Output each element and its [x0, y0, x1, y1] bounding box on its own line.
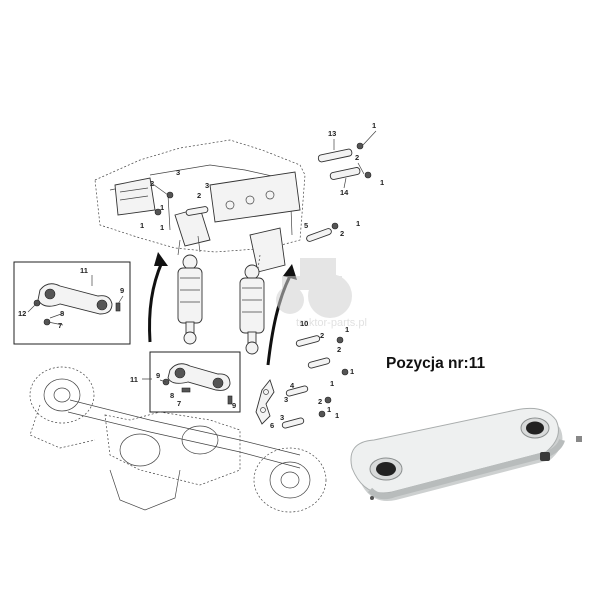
product-photo-link-arm — [350, 407, 582, 501]
callout-2: 2 — [355, 153, 359, 162]
callout-1: 1 — [350, 367, 354, 376]
callout-14: 14 — [340, 188, 349, 197]
lower-link-parts — [255, 335, 349, 429]
callout-1: 1 — [160, 203, 164, 212]
right-lift-cylinder — [239, 264, 265, 355]
callout-11: 11 — [80, 266, 88, 275]
assembly-arrows — [148, 252, 297, 366]
callout-2: 2 — [197, 191, 201, 200]
callout-11: 11 — [130, 375, 138, 384]
callout-8: 8 — [170, 391, 174, 400]
front-axle-assembly — [29, 366, 327, 513]
callout-12: 12 — [18, 309, 26, 318]
callout-1: 1 — [335, 411, 339, 420]
callout-9: 9 — [232, 401, 236, 410]
callout-2: 2 — [337, 345, 341, 354]
position-caption: Pozycja nr:11 — [386, 355, 486, 372]
callout-1: 1 — [330, 379, 334, 388]
callout-1: 1 — [380, 178, 384, 187]
callout-6: 6 — [270, 421, 274, 430]
callout-10: 10 — [300, 319, 308, 328]
callout-1: 1 — [345, 325, 349, 334]
callout-3: 3 — [176, 168, 180, 177]
inset-box-left — [13, 261, 131, 345]
left-lift-cylinder — [177, 254, 203, 345]
watermark-tractor-logo: traktor-parts.pl — [276, 258, 367, 329]
callout-7: 7 — [58, 321, 62, 330]
callout-3: 3 — [205, 181, 209, 190]
callout-1: 1 — [356, 219, 360, 228]
callout-4: 4 — [290, 381, 295, 390]
callout-2: 2 — [318, 397, 322, 406]
chassis-frame — [94, 139, 306, 301]
callout-2: 2 — [340, 229, 344, 238]
callout-3: 3 — [280, 413, 284, 422]
callout-13: 13 — [328, 129, 336, 138]
arrow-head-left — [154, 252, 168, 266]
callout-3: 3 — [284, 395, 288, 404]
callout-1: 1 — [140, 221, 144, 230]
callout-9: 9 — [156, 371, 160, 380]
callout-5: 5 — [304, 221, 308, 230]
upper-pins — [154, 142, 372, 242]
callout-1: 1 — [160, 223, 164, 232]
callout-7: 7 — [177, 399, 181, 408]
watermark-text: traktor-parts.pl — [296, 317, 367, 329]
callout-1: 1 — [372, 121, 376, 130]
inset-box-centre — [149, 351, 241, 413]
callout-9: 9 — [120, 286, 124, 295]
callout-1: 1 — [327, 405, 331, 414]
callout-2: 2 — [320, 331, 324, 340]
callout-2: 2 — [150, 179, 154, 188]
leader-lines — [27, 130, 377, 383]
